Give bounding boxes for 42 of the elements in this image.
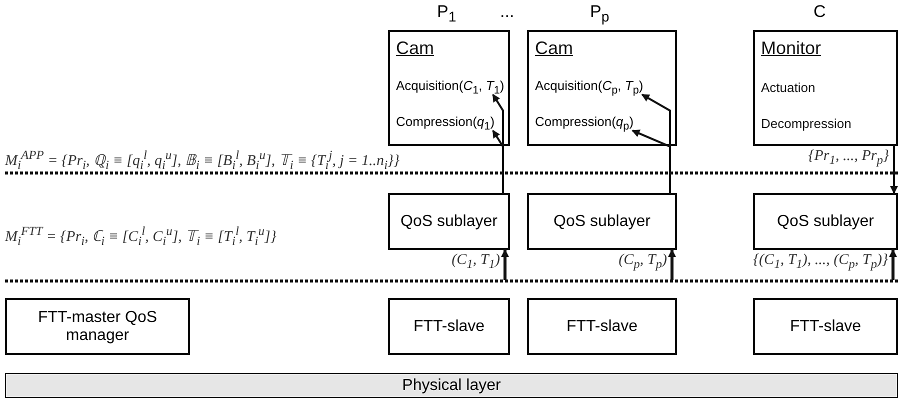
function-text: Decompression [761, 116, 852, 131]
edge-label: {(C$_{1}$, T$_{1}$), ..., (C$_{p}$, T$_{p}$)} [753, 252, 888, 272]
ellipsis-text: ... [500, 2, 514, 22]
function-text: Actuation [761, 80, 816, 95]
component-box [527, 30, 677, 146]
edge-label: (C$_{1}$, T$_{1}$) [452, 252, 500, 272]
arrow [501, 249, 509, 280]
heading-text: Monitor [761, 38, 822, 59]
layer-name: QoS sublayer [777, 212, 874, 230]
layer-box [5, 298, 190, 355]
function-text: Compression(q$_{1}$) [396, 114, 495, 133]
layer-name: FTT-slave [790, 318, 862, 336]
component-box [753, 30, 898, 146]
layer-box [527, 193, 677, 250]
layer-box [388, 298, 510, 355]
layer-name: FTT-slave [413, 318, 485, 336]
arrow [890, 146, 898, 194]
formula-text: M$_{i}$$^{APP}$ = {Pr$_{i}$, ℚ$_{i}$ ≡ [q$_{i}$$^{l}$, q$_{i}$$^{u}$], 𝔹$_{i}$ ≡ [B$_{i}$$^{l}$, B$_{i}$$^{u}$], 𝕋$_{i}$ ≡ {T$_{i}$$^{j}$, j = 1..n$_{i}$}} [5, 148, 400, 173]
layer-box [388, 193, 510, 250]
edge-label: {Pr$_{1}$, ..., Pr$_{p}$} [808, 148, 889, 168]
function-text: Acquisition(C$_{p}$, T$_{p}$) [535, 78, 644, 97]
arrow [668, 249, 676, 280]
column-heading: P$_{p}$ [590, 2, 610, 26]
layer-box [753, 298, 898, 355]
layer-box [527, 298, 677, 355]
layer-name: FTT-slave [566, 318, 638, 336]
function-text: Acquisition(C$_{1}$, T$_{1}$) [396, 78, 504, 97]
function-text: Compression(q$_{p}$) [535, 114, 634, 133]
heading-text: Cam [396, 38, 434, 59]
layer-name: QoS sublayer [554, 212, 650, 230]
heading-text: Cam [535, 38, 574, 59]
arrow [889, 249, 897, 280]
layer-name: FTT-master QoS manager [38, 308, 158, 344]
column-heading: P$_{1}$ [437, 2, 456, 26]
layer-band [5, 373, 898, 398]
layer-name: Physical layer [402, 376, 501, 394]
column-heading: C [814, 2, 826, 22]
layer-name: QoS sublayer [400, 212, 498, 230]
edge-label: (C$_{p}$, T$_{p}$) [618, 252, 667, 272]
layer-box [753, 193, 898, 250]
formula-text: M$_{i}$$^{FTT}$ = {Pr$_{i}$, ℂ$_{i}$ ≡ [C$_{i}$$^{l}$, C$_{i}$$^{u}$], 𝕋$_{i}$ ≡ [T$_{i}$$^{l}$, T$_{i}$$^{u}$]} [5, 224, 276, 249]
component-box [388, 30, 510, 146]
